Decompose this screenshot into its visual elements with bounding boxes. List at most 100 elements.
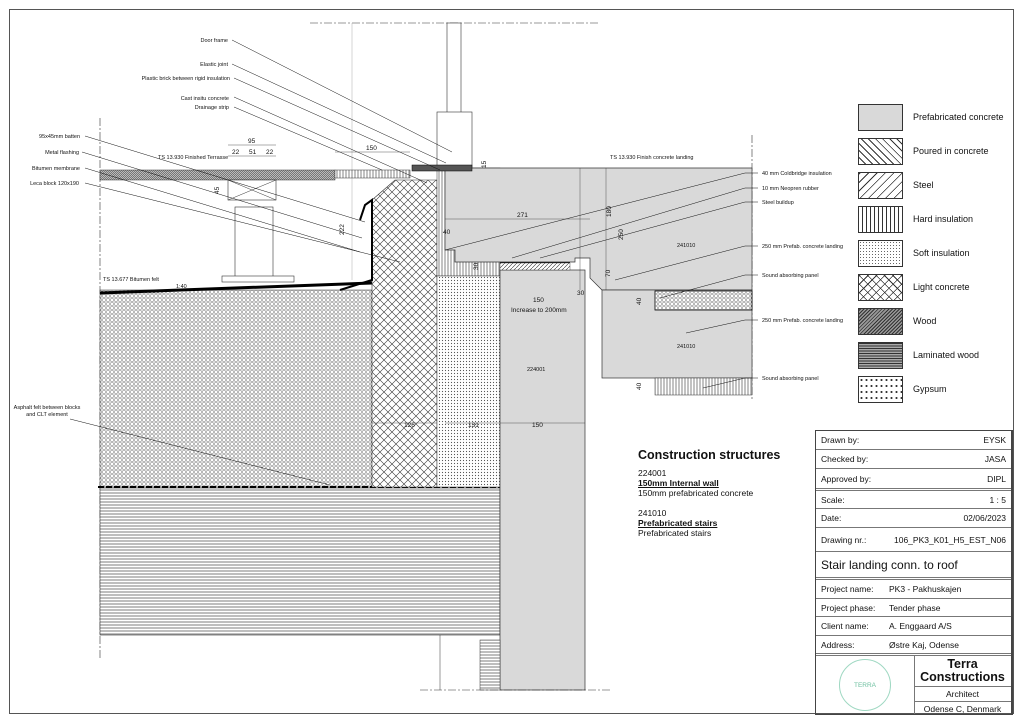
light-concrete-swatch: [858, 273, 903, 301]
dim-flashing-h: 222: [339, 224, 346, 235]
dim-panel-40a: 40: [636, 297, 643, 305]
label: Project phase:: [821, 602, 876, 613]
client-name-row: Client name:A. Enggaard A/S: [816, 617, 1011, 636]
callout-neopren: 10 mm Neopren rubber: [762, 186, 819, 192]
drawing-title-row: Stair landing conn. to roof: [816, 552, 1011, 580]
legend-item: Prefabricated concrete: [858, 100, 1018, 134]
soft-insulation-swatch: [858, 239, 903, 267]
drawn-by-value: EYSK: [983, 435, 1006, 445]
dim-coldbridge: 40: [443, 229, 451, 236]
callout-sound-panel-2: Sound absorbing panel: [762, 376, 819, 382]
terrace-deck: [99, 169, 336, 181]
structure-name: Prefabricated stairs: [638, 518, 718, 528]
bitumen-felt: [99, 281, 373, 295]
dim-131: 131: [468, 422, 479, 429]
legend-label: Gypsum: [913, 384, 947, 394]
dim-bearing-30: 30: [473, 262, 480, 270]
label: Drawn by:: [821, 435, 860, 445]
approved-by-value: DIPL: [987, 473, 1006, 484]
code-landing-lower: 241010: [677, 344, 695, 350]
dim-271: 271: [517, 212, 528, 219]
construction-title: Construction structures: [638, 448, 781, 462]
drawing-nr-value: 106_PK3_K01_H5_EST_N06: [894, 534, 1006, 545]
scale-row: Scale: 1 : 5: [816, 491, 1011, 509]
structure-desc: 150mm prefabricated concrete: [638, 488, 754, 498]
legend-item: Light concrete: [858, 270, 1018, 304]
soft-insulation: [436, 275, 501, 488]
dim-gap-30: 30: [577, 290, 585, 297]
address-value: Østre Kaj, Odense: [889, 639, 959, 650]
date-row: Date: 02/06/2023: [816, 509, 1011, 528]
legend-item: Gypsum: [858, 372, 1018, 406]
dim-drain: 150: [366, 145, 377, 152]
legend-item: Soft insulation: [858, 236, 1018, 270]
dim-126: 126: [404, 422, 415, 429]
callout-plastic-brick: Plastic brick between rigid insulation: [142, 76, 230, 82]
structure-desc: Prefabricated stairs: [638, 528, 712, 538]
prefab-concrete-swatch: [858, 103, 903, 131]
dim-batten-b: 51: [249, 149, 257, 156]
drawing-title: Stair landing conn. to roof: [821, 557, 958, 572]
callout-elastic-joint: Elastic joint: [200, 62, 228, 68]
roof-leca-block: [99, 289, 373, 488]
legend-label: Poured in concrete: [913, 146, 989, 156]
title-block: Drawn by: EYSK Checked by:JASA Approved b…: [815, 430, 1013, 715]
project-name-row: Project name:PK3 - Pakhuskajen: [816, 580, 1011, 599]
laminated-wood-swatch: [858, 341, 903, 369]
light-concrete-block: [371, 179, 438, 488]
checked-by-row: Checked by:JASA: [816, 450, 1011, 469]
callout-cast-insitu: Cast insitu concrete: [181, 96, 229, 102]
legend-item: Wood: [858, 304, 1018, 338]
level-terrace: TS 13.930 Finished Terrasse: [158, 155, 228, 161]
callout-asphalt-felt-1: Asphalt felt between blocks: [14, 405, 81, 411]
dim-batten-c: 22: [266, 149, 274, 156]
logo-text: TERRA: [853, 681, 877, 689]
pedestal: [234, 206, 274, 278]
legend-item: Hard insulation: [858, 202, 1018, 236]
date-value: 02/06/2023: [963, 513, 1006, 523]
roof-slope: 1:40: [176, 284, 187, 290]
callout-leca-block: Leca block 120x190: [30, 181, 79, 187]
construction-structures: Construction structures 224001 150mm Int…: [638, 448, 781, 538]
dim-wall-150: 150: [533, 297, 544, 304]
terra-logo-icon: TERRA: [839, 659, 891, 711]
label: Scale:: [821, 494, 845, 505]
client-name-value: A. Enggaard A/S: [889, 621, 952, 631]
material-legend: Prefabricated concrete Poured in concret…: [858, 100, 1018, 406]
legend-label: Prefabricated concrete: [913, 112, 1004, 122]
structure-name: 150mm Internal wall: [638, 478, 719, 488]
legend-label: Light concrete: [913, 282, 970, 292]
label: Drawing nr.:: [821, 534, 867, 545]
steel-swatch: [858, 171, 903, 199]
scale-value: 1 : 5: [989, 494, 1006, 505]
callout-metal-flashing: Metal flashing: [45, 150, 79, 156]
company-role: Architect: [914, 687, 1011, 702]
legend-label: Hard insulation: [913, 214, 974, 224]
label: Project name:: [821, 584, 874, 594]
company-city: Odense C, Denmark: [923, 704, 1002, 714]
company-logo: TERRA: [816, 656, 915, 714]
concrete-wall-224001: [499, 269, 586, 691]
dim-180: 180: [606, 206, 613, 217]
code-landing-upper: 241010: [677, 243, 695, 249]
dim-increase: Increase to 200mm: [511, 307, 567, 314]
legend-item: Poured in concrete: [858, 134, 1018, 168]
sound-panel-lower: [654, 377, 753, 396]
callout-sound-panel-1: Sound absorbing panel: [762, 273, 819, 279]
legend-item: Laminated wood: [858, 338, 1018, 372]
level-bitumen: TS 13.677 Bitumen felt: [103, 277, 159, 283]
label: Date:: [821, 513, 842, 523]
label: Approved by:: [821, 473, 872, 484]
callout-bitumen-membrane: Bitumen membrane: [32, 166, 80, 172]
callout-coldbridge: 40 mm Coldbridge insulation: [762, 171, 832, 177]
legend-label: Wood: [913, 316, 937, 326]
structure-code: 241010: [638, 508, 667, 518]
code-wall: 224001: [527, 367, 545, 373]
callout-batten: 95x45mm batten: [39, 134, 80, 140]
checked-by-value: JASA: [984, 454, 1006, 464]
legend-label: Steel: [913, 180, 934, 190]
structure-code: 224001: [638, 468, 667, 478]
gypsum-swatch: [858, 375, 903, 403]
drawn-by-row: Drawn by: EYSK: [816, 431, 1011, 450]
